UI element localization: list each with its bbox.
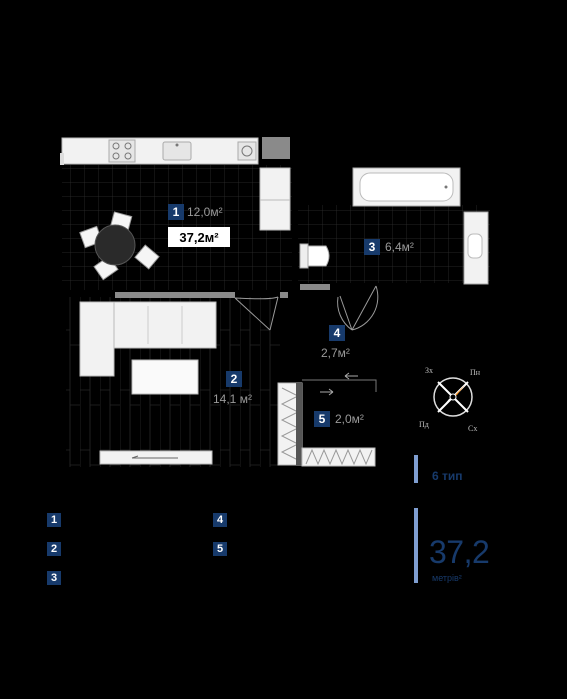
room-1-area: 12,0м² [187,205,223,219]
compass-east-label: Сх [468,424,478,433]
room-5-area: 2,0м² [335,412,364,426]
room-3-badge: 3 [364,239,380,255]
tv-unit [99,450,213,465]
column [262,137,290,159]
room-5-badge: 5 [314,411,330,427]
hob [237,141,257,161]
doors [234,285,379,331]
room-2-badge: 2 [226,371,242,387]
dining-table [79,211,160,281]
bathtub [352,167,461,207]
legend-badge-3: 3 [47,571,61,585]
room-1-badge: 1 [168,204,184,220]
apartment-total-area: 37,2 [429,534,490,570]
legend-badge-5: 5 [213,542,227,556]
coffee-table [131,359,199,395]
wall-kitchen-living [115,292,235,298]
type-bar [414,455,418,483]
kitchen-counter [60,137,291,231]
total-area-label: 37,2м² [168,227,230,247]
room-4-badge: 4 [329,325,345,341]
compass-west-label: Зх [425,366,434,375]
toilet [299,243,330,269]
fridge [259,167,291,231]
wardrobe [277,372,377,467]
legend-badge-4: 4 [213,513,227,527]
room-4-area: 2,7м² [321,346,350,360]
room-3-area: 6,4м² [385,240,414,254]
compass-south-label: Пд [419,420,429,429]
sofa [79,301,217,377]
bathroom-sink [463,211,489,285]
compass-north-label: Пн [470,368,481,377]
apartment-type: 6 тип [432,469,463,483]
area-bar [414,508,418,583]
stove [108,139,136,163]
bathroom-floor [298,205,490,283]
legend-badge-2: 2 [47,542,61,556]
legend-badge-1: 1 [47,513,61,527]
apartment-area-unit: метрів² [432,573,462,583]
compass-rose [433,377,473,417]
room-2-area: 14,1 м² [213,392,252,406]
kitchen-sink [162,141,192,161]
